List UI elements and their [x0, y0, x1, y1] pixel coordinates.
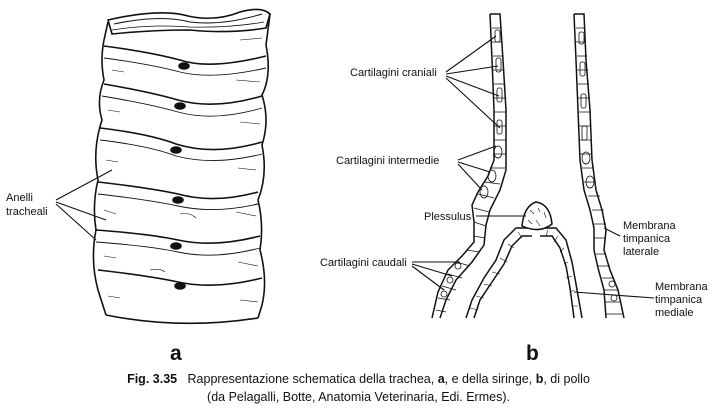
- caption-fig-number: Fig. 3.35: [127, 372, 178, 386]
- label-cartilagini-intermedie: Cartilagini intermedie: [336, 155, 439, 167]
- anelli-pointer-lines: [55, 169, 113, 241]
- caption-line-2: (da Pelagalli, Botte, Anatomia Veterinar…: [207, 390, 510, 404]
- label-anelli-1: Anelli: [6, 192, 33, 204]
- caption-text-2: , e della siringe,: [444, 372, 533, 386]
- label-membrana-laterale-1: Membrana: [623, 220, 676, 232]
- label-membrana-laterale-3: laterale: [623, 246, 659, 258]
- caption-line-1: Fig. 3.35 Rappresentazione schematica de…: [0, 370, 717, 388]
- syrinx-drawing: [431, 13, 625, 319]
- panel-b-label: b: [526, 342, 539, 365]
- caption-text-3: , di pollo: [543, 372, 590, 386]
- label-cartilagini-caudali: Cartilagini caudali: [320, 257, 407, 269]
- figure-caption: Fig. 3.35 Rappresentazione schematica de…: [0, 370, 717, 406]
- trachea-drawing: [92, 8, 271, 325]
- label-anelli-2: tracheali: [6, 206, 48, 218]
- label-membrana-laterale-2: timpanica: [623, 233, 671, 245]
- label-cartilagini-craniali: Cartilagini craniali: [350, 67, 437, 79]
- label-membrana-mediale-2: timpanica: [655, 294, 703, 306]
- label-membrana-mediale-3: mediale: [655, 307, 694, 319]
- caption-bold-b: b: [535, 372, 544, 386]
- panel-a-label: a: [170, 342, 182, 365]
- caption-text-1: Rappresentazione schematica della trache…: [187, 372, 435, 386]
- caption-bold-a: a: [437, 372, 445, 386]
- syrinx-pointer-lines: [411, 35, 655, 299]
- label-membrana-mediale-1: Membrana: [655, 281, 708, 293]
- label-plessulus: Plessulus: [424, 211, 472, 223]
